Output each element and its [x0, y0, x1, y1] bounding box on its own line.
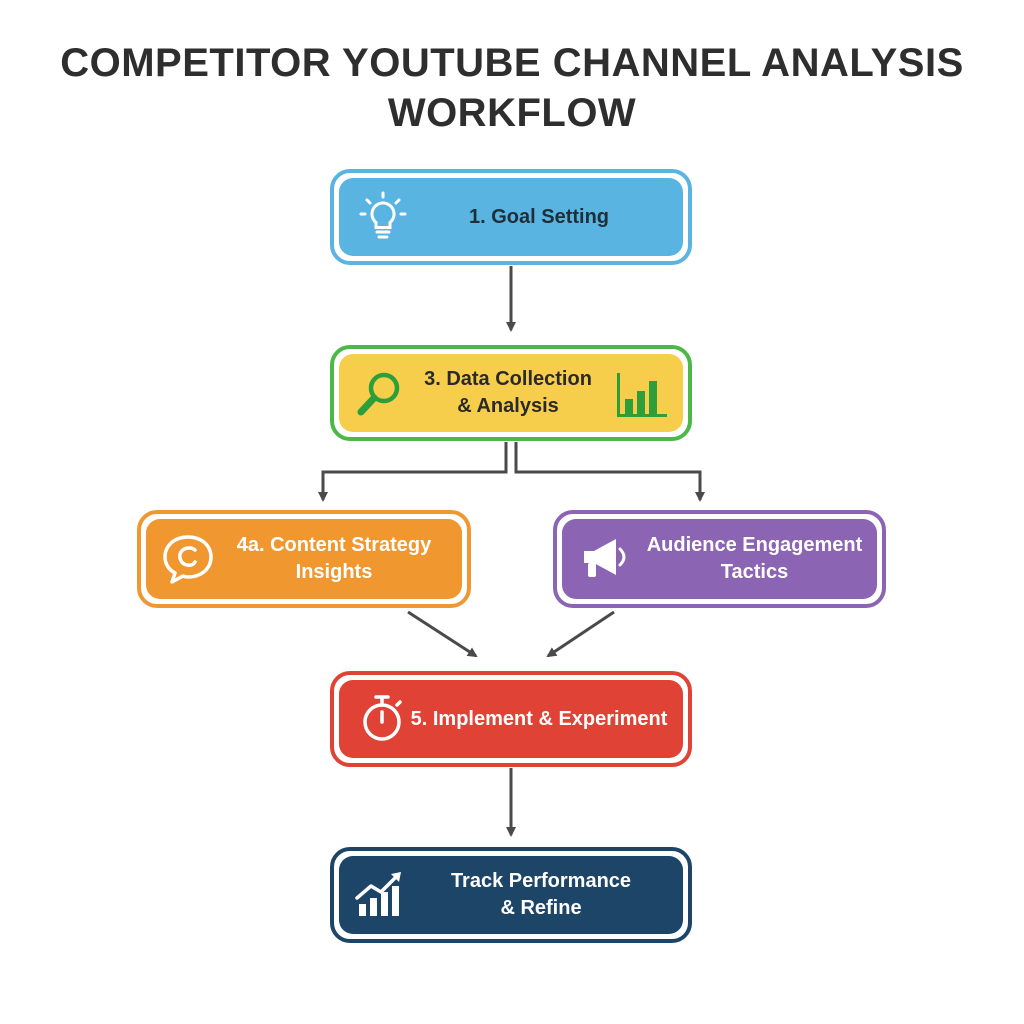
step-implement-experiment: 5. Implement & Experiment	[330, 671, 692, 767]
step-data-collection: 3. Data Collection & Analysis	[330, 345, 692, 441]
step-label: 3. Data Collection & Analysis	[424, 368, 592, 417]
step-content-strategy: 4a. Content Strategy Insights	[137, 510, 471, 608]
title-line-1: COMPETITOR YOUTUBE CHANNEL ANALYSIS	[60, 41, 964, 85]
step-audience-engagement: Audience Engagement Tactics	[553, 510, 886, 608]
growth-chart-icon	[353, 868, 409, 922]
step-label: Track Performance & Refine	[450, 870, 632, 919]
stopwatch-icon	[355, 691, 409, 747]
megaphone-icon	[576, 531, 634, 587]
connector-content-to-implement	[407, 610, 478, 658]
step-goal-setting: 1. Goal Setting	[330, 169, 692, 265]
connector-audience-to-implement	[546, 610, 615, 658]
lightbulb-icon	[355, 189, 411, 245]
step-label: 5. Implement & Experiment	[410, 707, 668, 730]
chat-bubble-icon	[160, 531, 216, 587]
bar-chart-icon	[615, 367, 669, 419]
step-label: 4a. Content Strategy Insights	[236, 534, 432, 583]
title-line-2: WORKFLOW	[387, 91, 637, 135]
diagram-title: COMPETITOR YOUTUBE CHANNEL ANALYSIS WORK…	[0, 38, 1024, 138]
step-label: 1. Goal Setting	[468, 205, 610, 228]
step-label: Audience Engagement Tactics	[646, 534, 863, 583]
connector-data-to-content	[318, 442, 508, 502]
magnifier-icon	[353, 366, 407, 420]
step-track-performance: Track Performance & Refine	[330, 847, 692, 943]
connector-data-to-audience	[514, 442, 705, 502]
